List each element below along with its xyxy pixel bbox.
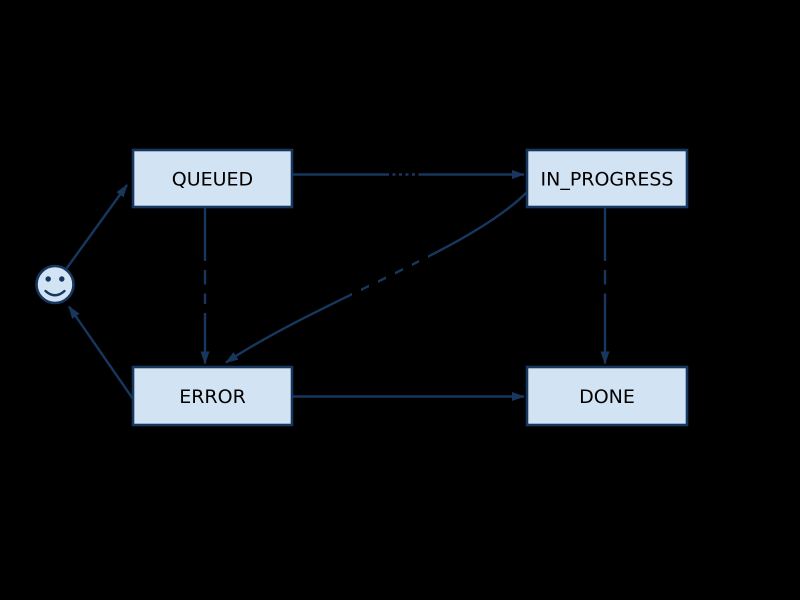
edge-error-to-start [68,305,134,400]
state-node-queued: QUEUED [131,148,294,209]
queued-label: QUEUED [172,169,253,191]
smiley-right-eye [59,276,65,282]
state-node-done: DONE [525,365,689,427]
error-label: ERROR [179,386,246,408]
smiley-mouth [44,289,66,297]
state-node-error: ERROR [131,365,294,427]
smiley-face-icon [35,264,75,305]
done-label: DONE [579,386,635,408]
start-state-node [35,264,75,305]
smiley-left-eye [45,276,51,282]
state-node-in-progress: IN_PROGRESS [525,148,689,209]
edge-label-artifacts [201,170,609,313]
edge-start-to-queued [65,184,128,270]
in-progress-label: IN_PROGRESS [541,169,674,191]
